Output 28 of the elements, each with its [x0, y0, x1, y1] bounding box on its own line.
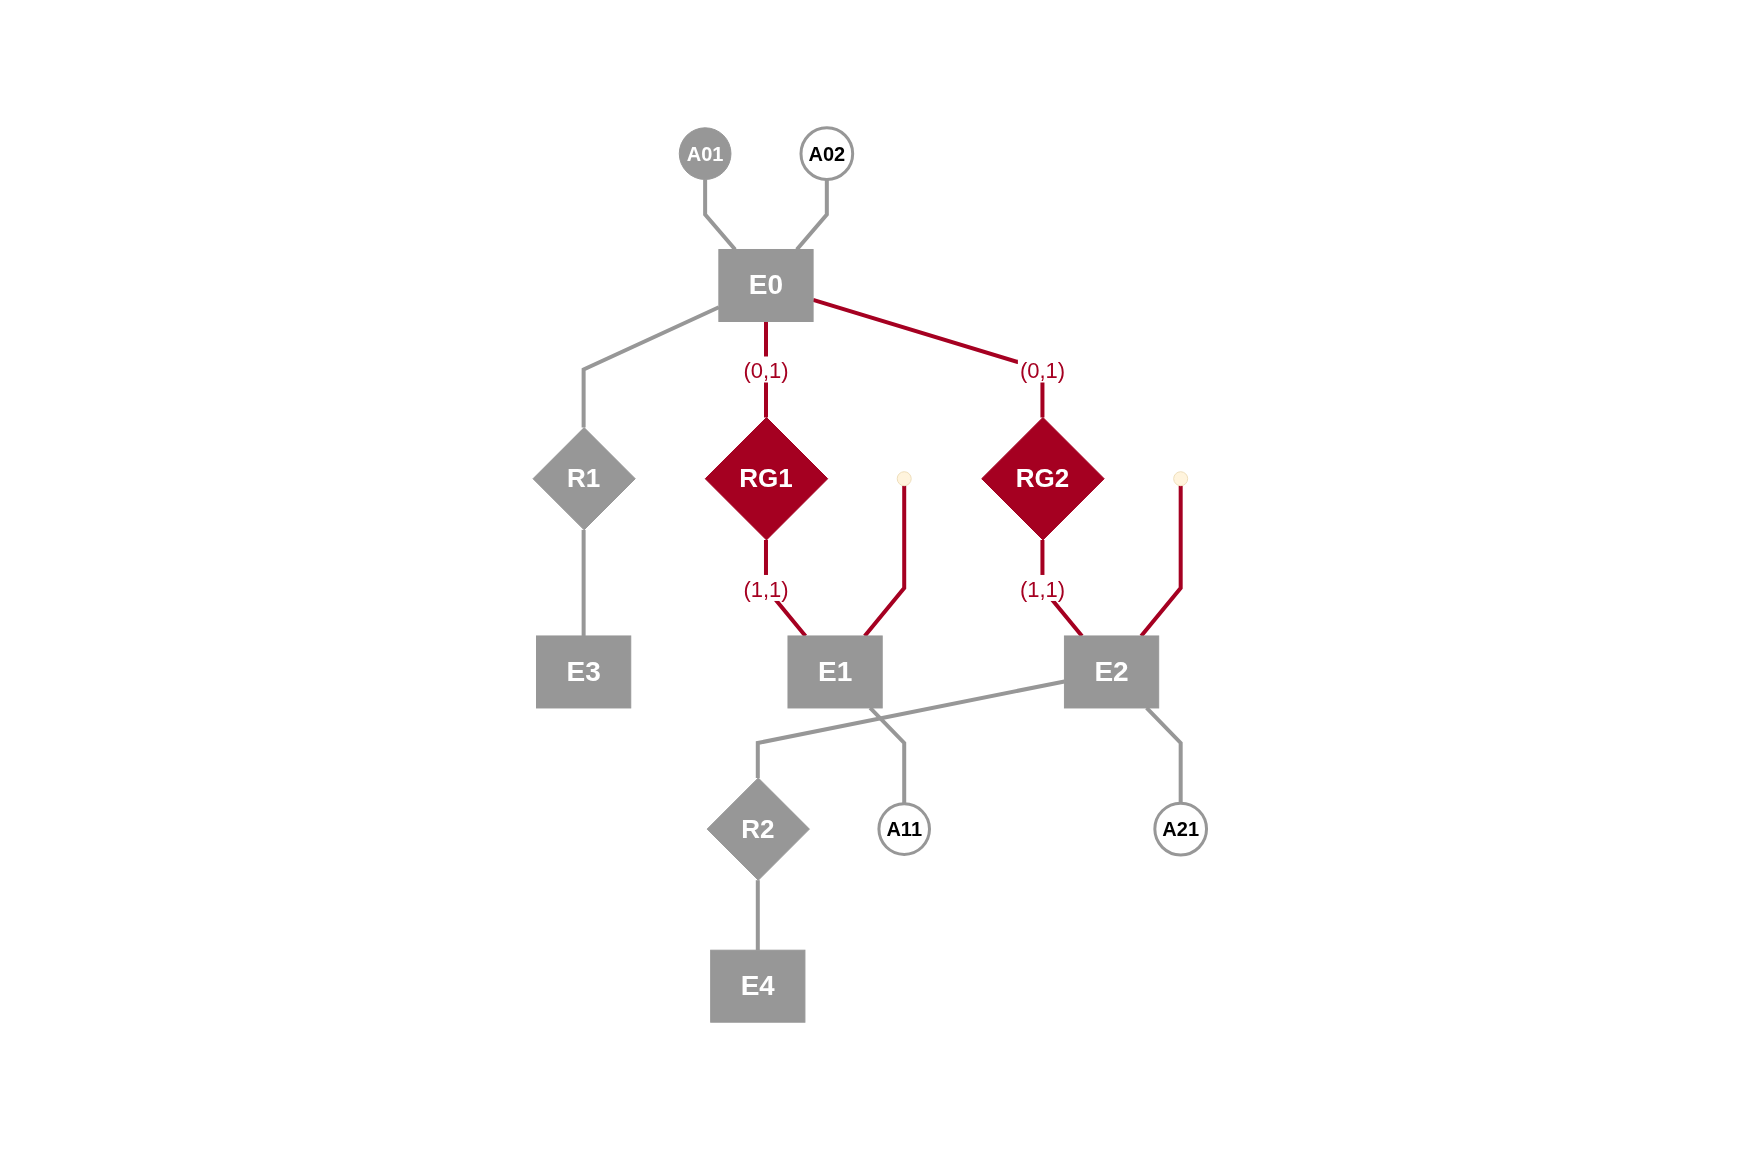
connector [756, 679, 1066, 778]
connector [581, 305, 720, 428]
connector [795, 179, 830, 251]
node-circle [896, 471, 912, 487]
edge-label: (1,1) [743, 576, 789, 602]
node-diamond: R1 [532, 427, 636, 531]
connector [812, 297, 1045, 418]
node-box: E2 [1064, 635, 1160, 709]
connector [703, 179, 737, 251]
connector [756, 880, 761, 951]
connector [1145, 706, 1183, 804]
node-box: E3 [536, 635, 632, 709]
edge-label: (0,1) [1020, 358, 1066, 384]
node-box: E1 [787, 635, 883, 709]
node-circle [1173, 471, 1189, 487]
node-diamond: RG1 [705, 417, 829, 541]
node-circle: A02 [799, 126, 855, 181]
node-box: E0 [718, 249, 814, 322]
connector [868, 706, 907, 804]
node-circle: A01 [679, 127, 732, 180]
node-box: E4 [710, 949, 806, 1023]
node-diamond: R2 [706, 777, 811, 881]
node-diamond: RG2 [981, 417, 1105, 541]
node-circle: A21 [1153, 801, 1209, 857]
connector [581, 529, 586, 636]
node-circle: A11 [877, 802, 932, 856]
edge-label: (1,1) [1020, 576, 1066, 602]
edge-label: (0,1) [743, 358, 789, 384]
